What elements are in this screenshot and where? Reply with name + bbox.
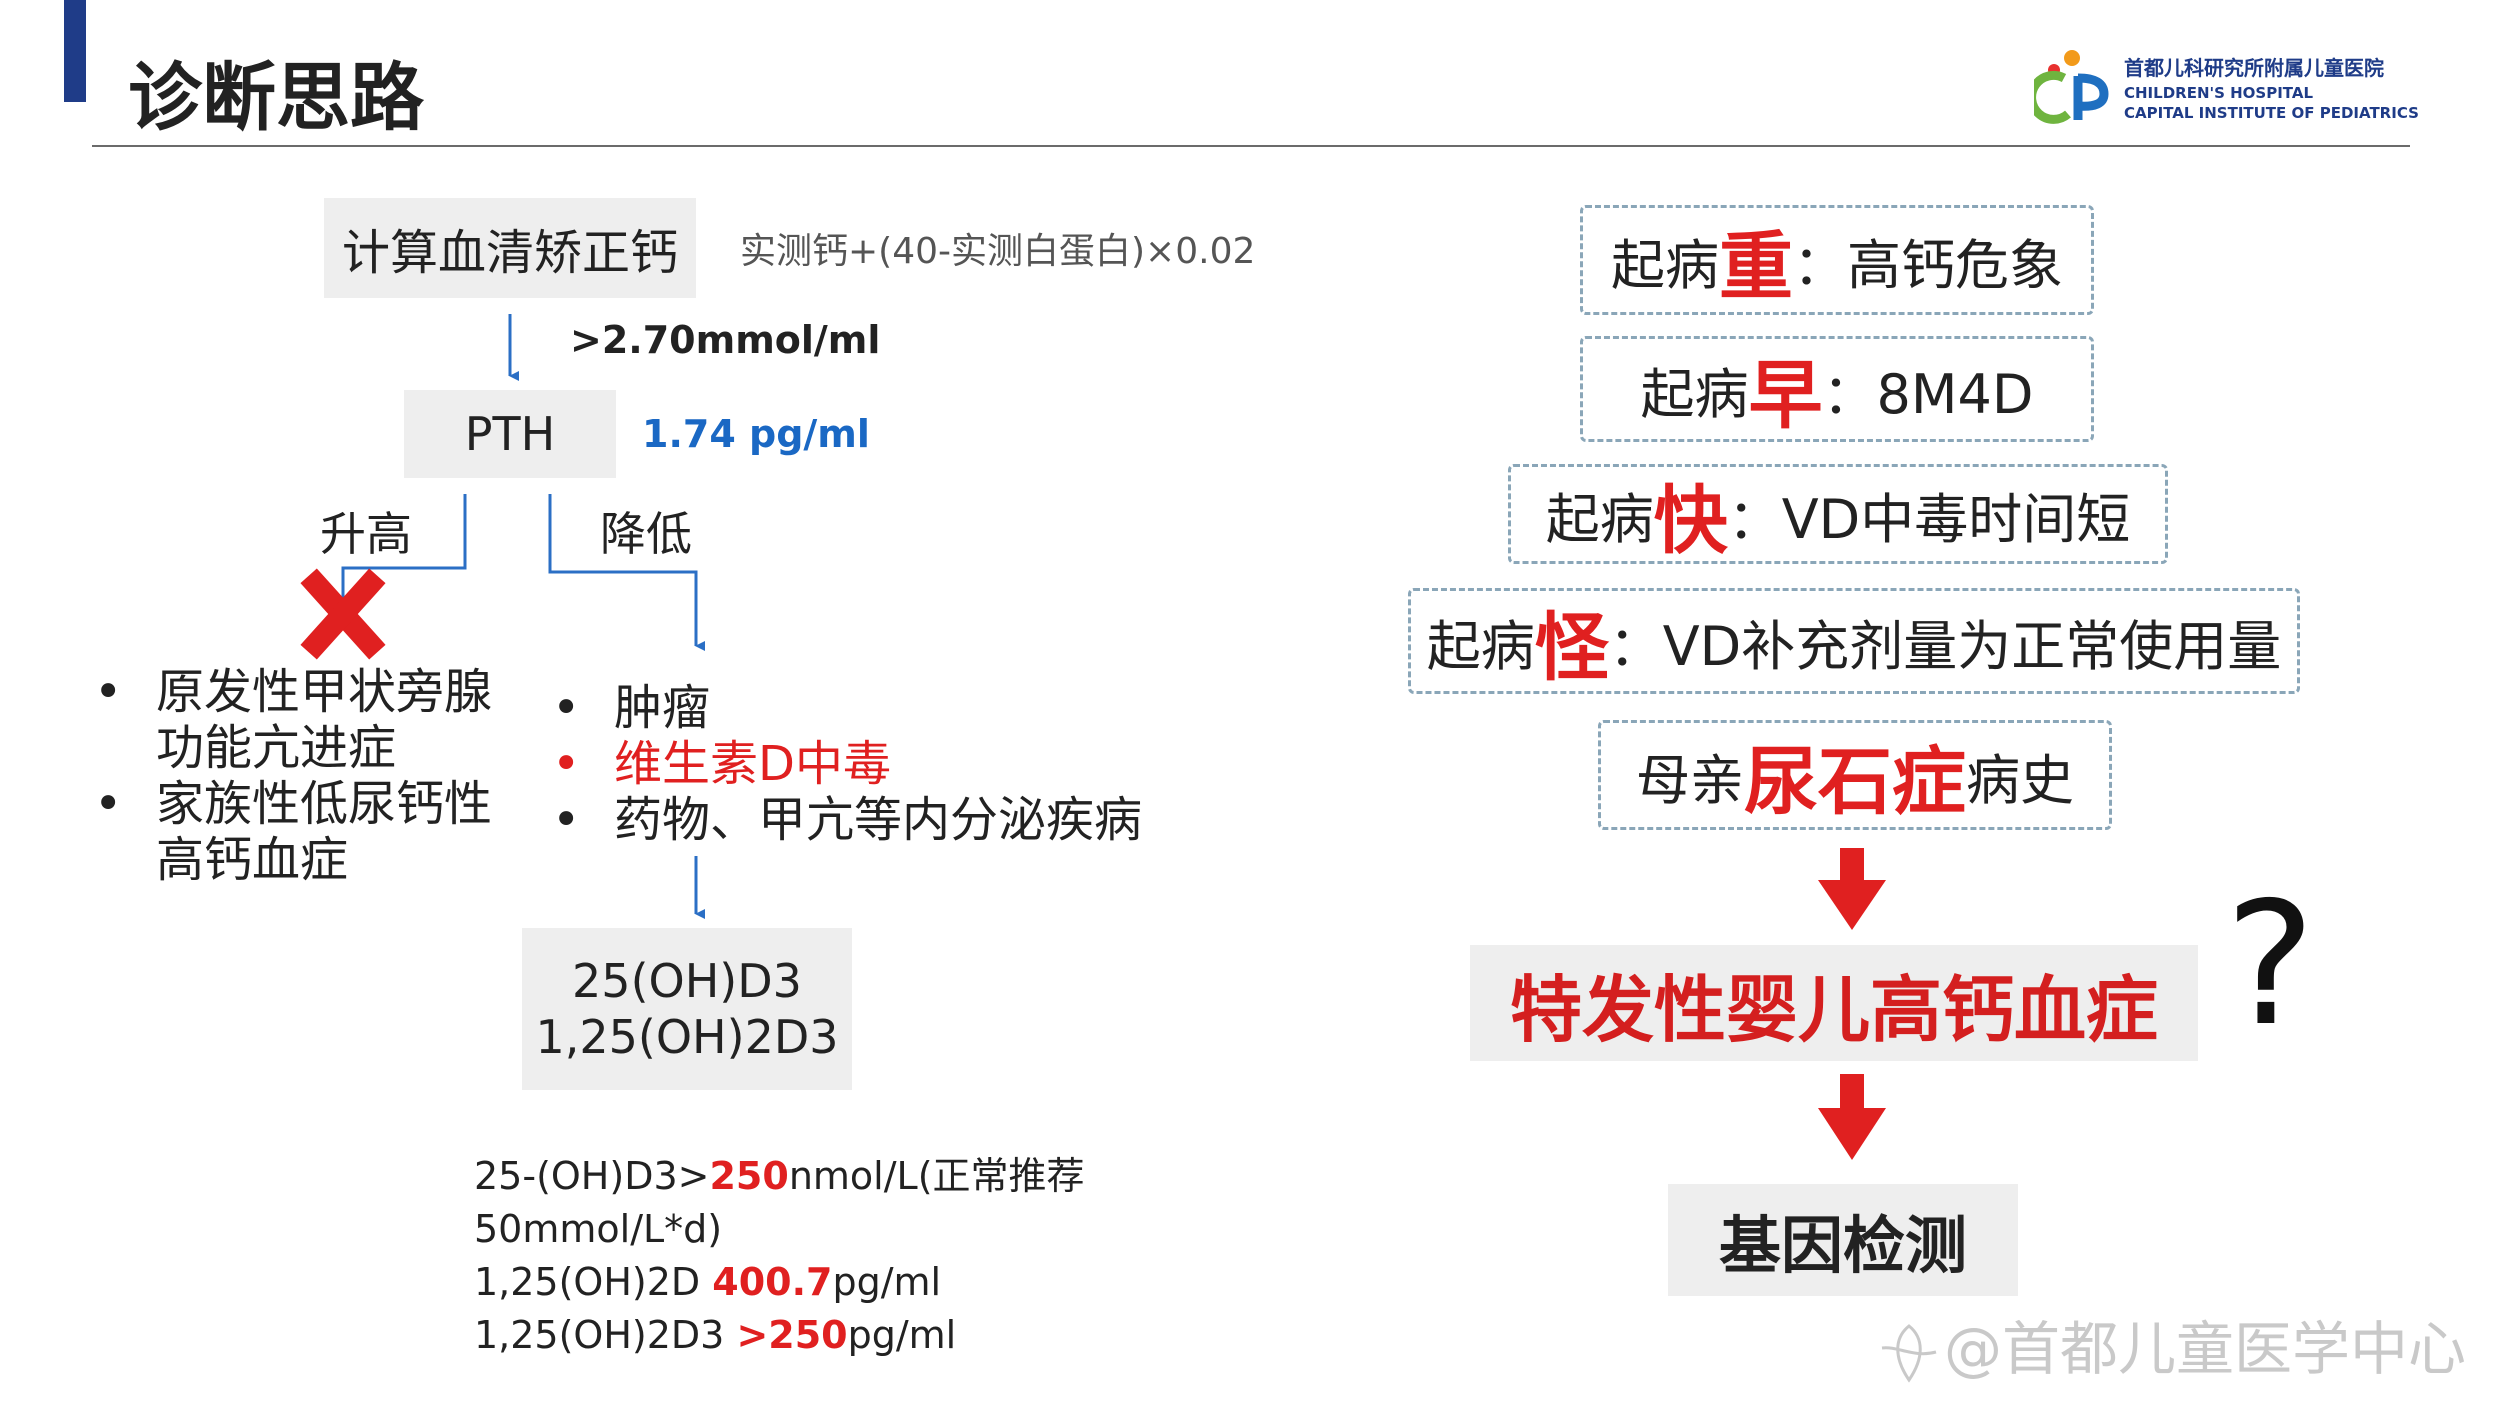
logo-name-cn: 首都儿科研究所附属儿童医院 [2124,56,2384,80]
feature-maternal-history: 母亲尿石症病史 [1598,720,2112,830]
excluded-cross-icon [300,568,386,660]
result-line: 50mmol/L*d) [474,1207,723,1251]
branch-elevated-label: 升高 [320,507,412,561]
question-mark: ? [2225,866,2316,1064]
result-line: 25-(OH)D3>250nmol/L(正常推荐 [474,1154,1085,1198]
feature-atypical-onset: 起病怪：VD补充剂量为正常使用量 [1408,588,2300,694]
feature-early-onset: 起病早：8M4D [1580,336,2094,442]
connector-elevated [341,494,467,598]
hospital-logo: 首都儿科研究所附属儿童医院 CHILDREN'S HOSPITAL CAPITA… [2034,46,2419,130]
logo-name-en-2: CAPITAL INSTITUTE OF PEDIATRICS [2124,104,2419,122]
list-item: •原发性甲状旁腺功能亢进症 [94,664,493,776]
diagnosis-box: 特发性婴儿高钙血症 [1470,945,2198,1061]
genetic-testing-box: 基因检测 [1668,1184,2018,1296]
branch-decreased-label: 降低 [600,507,692,561]
arrow-decreased [548,494,705,651]
watermark: @首都儿童医学中心 [1874,1302,2466,1388]
title-accent-bar [64,0,86,102]
list-item-highlighted: •维生素D中毒 [552,736,891,792]
vitamin-d-results: 25-(OH)D3>250nmol/L(正常推荐 50mmol/L*d) 1,2… [474,1150,1085,1362]
decreased-pth-differentials: •肿瘤 •维生素D中毒 •药物、甲亢等内分泌疾病 [552,680,1142,848]
result-line: 1,25(OH)2D3 >250pg/ml [474,1313,957,1357]
pth-value: 1.74 pg/ml [642,412,870,456]
result-line: 1,25(OH)2D 400.7pg/ml [474,1260,942,1304]
feature-rapid-onset: 起病快：VD中毒时间短 [1508,464,2168,564]
elevated-pth-differentials: •原发性甲状旁腺功能亢进症 •家族性低尿钙性高钙血症 [94,664,492,888]
list-item: •肿瘤 [552,680,711,736]
list-item: •家族性低尿钙性高钙血症 [94,776,493,888]
vitamin-d-box: 25(OH)D3 1,25(OH)2D3 [522,928,852,1090]
logo-name-en-1: CHILDREN'S HOSPITAL [2124,84,2314,102]
weibo-logo-icon [1881,1323,1937,1383]
calcium-formula: 实测钙+(40-实测白蛋白)×0.02 [740,231,1256,272]
down-arrow-red-icon [1818,848,1886,930]
corrected-calcium-box: 计算血清矫正钙 [324,198,696,298]
slide-title: 诊断思路 [128,55,424,141]
vd-box-line-2: 1,25(OH)2D3 [535,1010,839,1064]
header-divider [92,145,2410,147]
feature-severe-onset: 起病重：高钙危象 [1580,205,2094,315]
hospital-logo-icon [2034,50,2109,124]
pth-box: PTH [404,390,616,478]
list-item: •药物、甲亢等内分泌疾病 [552,792,1143,848]
down-arrow-red-icon [1818,1074,1886,1160]
vd-box-line-1: 25(OH)D3 [572,954,802,1008]
calcium-threshold: >2.70mmol/ml [570,318,881,362]
